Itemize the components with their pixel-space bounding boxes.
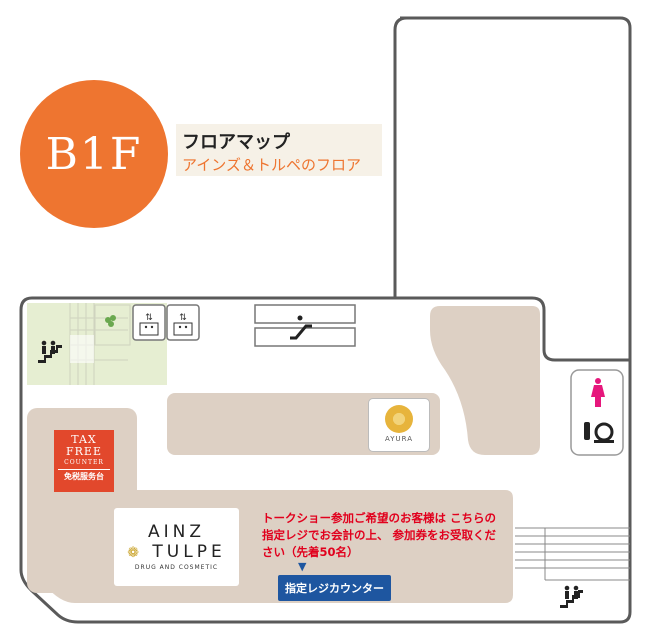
stair-lines-right [515, 527, 630, 581]
title-box [176, 124, 382, 176]
svg-text:⇅: ⇅ [179, 313, 187, 323]
ainz-tagline: DRUG AND COSMETIC [134, 564, 219, 571]
ainz-logo-line2: ❁ TULPE [114, 542, 239, 562]
ainz-logo-line2-text: TULPE [152, 542, 226, 562]
escalator-icon [254, 304, 356, 347]
ainz-logo-line1: AINZ [147, 522, 205, 542]
talkshow-notice: トークショー参加ご希望のお客様は こちらの指定レジでお会計の上、 参加券をお受取… [262, 511, 497, 559]
ayura-label: AYURA [384, 435, 413, 443]
shrub-icon [105, 315, 116, 327]
tax-free-line4: 免税服务台 [64, 472, 104, 481]
stair-box [94, 304, 131, 346]
page-title: フロアマップ [182, 132, 290, 153]
store-area-right [430, 306, 540, 455]
floor-badge: B1F [20, 80, 168, 228]
tax-free-line2: FREE [66, 445, 102, 458]
arrow-down-icon: ▼ [298, 560, 307, 573]
upper-wing-inner [393, 16, 408, 295]
tulip-icon: ❁ [127, 545, 144, 561]
tax-free-line1: TAX [71, 433, 97, 446]
tax-free-line3: COUNTER [64, 459, 104, 466]
powder-room-icon [584, 422, 614, 443]
ayura-store[interactable]: AYURA [368, 398, 430, 452]
upper-wing-outline [400, 16, 632, 360]
svg-text:⇅: ⇅ [145, 313, 153, 323]
elevator-icon: ⇅ ⇅ [132, 304, 200, 341]
ayura-logo-icon [385, 405, 413, 433]
page-subtitle: アインズ＆トルペのフロア [182, 156, 361, 174]
ainz-tulpe-store[interactable]: AINZ ❁ TULPE DRUG AND COSMETIC [114, 508, 239, 586]
stair-landing [70, 335, 94, 363]
stairs-icon [38, 340, 62, 363]
tax-free-counter[interactable]: TAX FREE COUNTER 免税服务台 [54, 430, 114, 492]
designated-register-button[interactable]: 指定レジカウンター [278, 575, 391, 601]
tax-free-divider [58, 469, 110, 470]
stairs-icon-right [560, 585, 583, 608]
